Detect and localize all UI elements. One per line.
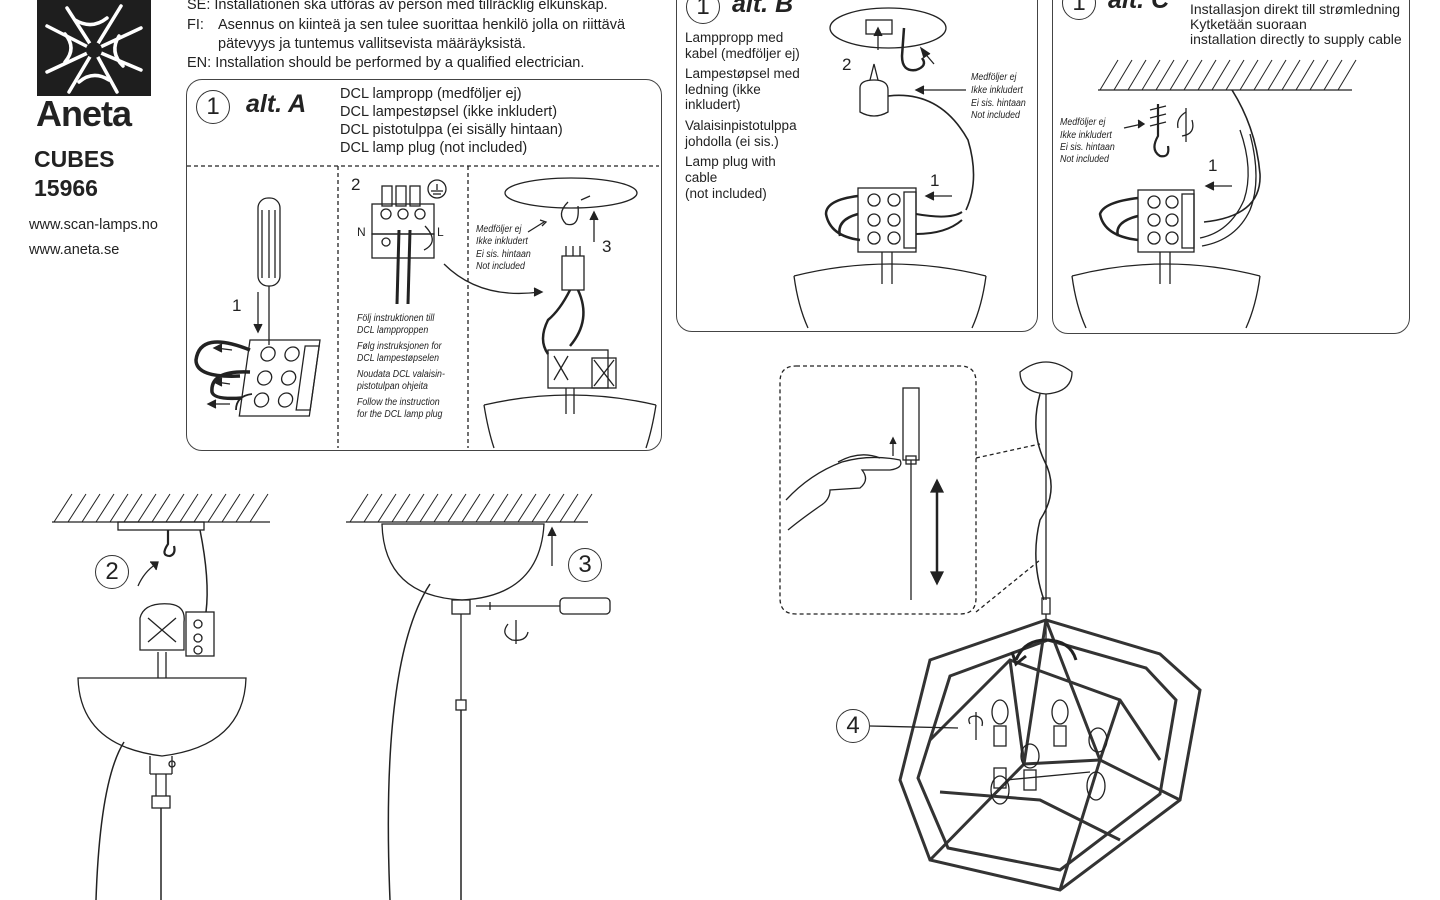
detail-callout	[779, 365, 977, 615]
alt-a-follow-7: Follow the instruction	[357, 397, 440, 408]
alt-b-line-9: cable	[685, 170, 718, 185]
alt-c-note-2: Ikke inkludert	[1060, 130, 1112, 141]
alt-a-line-1: DCL lampropp (medföljer ej)	[340, 86, 522, 102]
alt-a-n2: 2	[351, 175, 361, 194]
alt-a-follow-3: Følg instruksjonen for	[357, 341, 442, 352]
sunburst-logo-icon	[45, 4, 143, 94]
alt-b-note-2: Ikke inkludert	[971, 85, 1023, 96]
alt-c-line-3: installation directly to supply cable	[1190, 31, 1402, 47]
alt-c-label: alt. C	[1108, 0, 1170, 14]
aneta-logo	[37, 0, 151, 96]
alt-a-label: alt. A	[246, 90, 307, 118]
alt-b-panel	[676, 0, 1038, 332]
alt-a-step-number: 1	[196, 90, 230, 124]
alt-a-n1: 1	[232, 296, 242, 315]
alt-b-note-3: Ei sis. hintaan	[971, 98, 1026, 109]
alt-b-line-6: Valaisinpistotulppa	[685, 118, 797, 133]
alt-a-follow-1: Följ instruktionen till	[357, 313, 435, 324]
alt-c-n1: 1	[1208, 156, 1218, 175]
alt-b-line-1: Lamppropp med	[685, 30, 784, 45]
alt-a-note-3: Ei sis. hintaan	[476, 249, 531, 260]
intro-se: SE: Installationen ska utföras av person…	[187, 0, 608, 13]
alt-a-follow-4: DCL lampestøpselen	[357, 353, 440, 364]
alt-a-panel	[186, 79, 662, 451]
alt-a-line-4: DCL lamp plug (not included)	[340, 140, 528, 156]
brand-name: Aneta	[36, 93, 132, 134]
url-scan-lamps[interactable]: www.scan-lamps.no	[29, 217, 158, 233]
alt-a-line-3: DCL pistotulppa (ei sisälly hintaan)	[340, 122, 563, 138]
alt-a-follow-8: for the DCL lamp plug	[357, 409, 443, 420]
alt-a-follow-2: DCL lampproppen	[357, 325, 429, 336]
alt-b-n1: 1	[930, 171, 940, 190]
alt-a-note-4: Not included	[476, 261, 525, 272]
alt-a-note-2: Ikke inkludert	[476, 236, 528, 247]
alt-b-line-10: (not included)	[685, 186, 767, 201]
alt-a-n3: 3	[602, 237, 612, 256]
alt-a-line-2: DCL lampestøpsel (ikke inkludert)	[340, 104, 558, 120]
alt-c-note-4: Not included	[1060, 154, 1109, 165]
alt-a-follow-5: Noudata DCL valaisin-	[357, 369, 445, 380]
step-4-number: 4	[836, 709, 870, 743]
intro-fi-line2: pätevyys ja tuntemus vallitsevista määrä…	[218, 36, 526, 52]
alt-c-line-1: Installasjon direkt till strømledning	[1190, 1, 1401, 17]
alt-a-L: L	[437, 225, 444, 239]
product-model: 15966	[34, 175, 98, 201]
alt-a-N: N	[357, 225, 366, 239]
alt-b-note-1: Medföljer ej	[971, 72, 1017, 83]
alt-c-note-1: Medföljer ej	[1060, 117, 1106, 128]
alt-b-note-4: Not included	[971, 110, 1020, 121]
intro-en: EN: Installation should be performed by …	[187, 55, 585, 71]
intro-fi-prefix: FI:	[187, 17, 204, 33]
alt-b-line-3: Lampestøpsel med	[685, 66, 800, 81]
alt-b-label: alt. B	[732, 0, 794, 18]
alt-b-line-4: ledning (ikke	[685, 82, 761, 97]
alt-c-panel	[1052, 0, 1410, 334]
url-aneta[interactable]: www.aneta.se	[29, 242, 120, 258]
alt-b-line-8: Lamp plug with	[685, 154, 776, 169]
alt-a-note-1: Medföljer ej	[476, 224, 522, 235]
alt-b-n2: 2	[842, 55, 852, 74]
product-name: CUBES	[34, 146, 115, 172]
alt-a-follow-6: pistotulpan ohjeita	[357, 381, 428, 392]
intro-fi-line1: Asennus on kiinteä ja sen tulee suoritta…	[218, 17, 626, 33]
alt-c-line-2: Kytketään suoraan	[1190, 16, 1307, 32]
step-3-number: 3	[568, 548, 602, 582]
alt-c-note-3: Ei sis. hintaan	[1060, 142, 1115, 153]
alt-b-line-7: johdolla (ei sis.)	[685, 134, 779, 149]
step-2-number: 2	[95, 555, 129, 589]
alt-b-line-2: kabel (medföljer ej)	[685, 46, 800, 61]
alt-b-line-5: inkludert)	[685, 97, 741, 112]
